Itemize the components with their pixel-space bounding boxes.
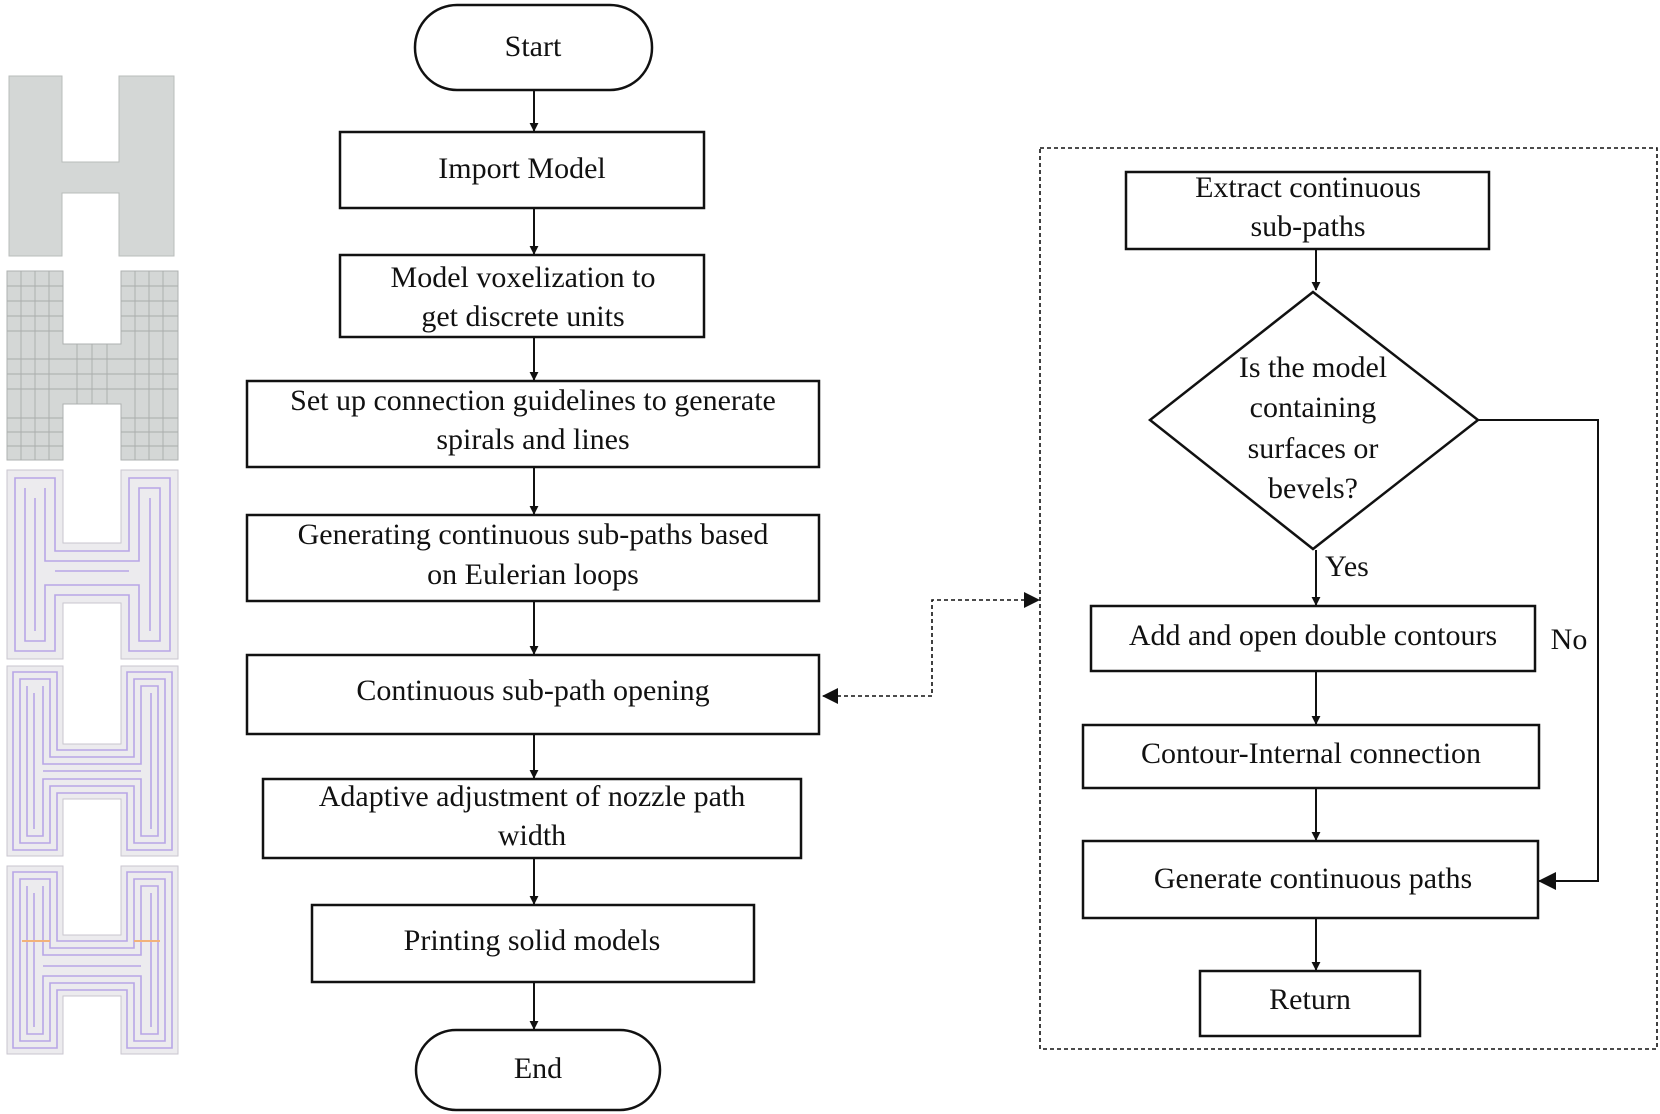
decision-label-line-4: bevels? [1268, 472, 1358, 505]
h-continuous-path-model [6, 865, 179, 1055]
generate-paths-label: Generate continuous paths [1154, 862, 1472, 895]
nozzle-label-line-2: width [498, 819, 566, 852]
eulerian-step: Generating continuous sub-paths based on… [245, 513, 821, 603]
return-label: Return [1269, 983, 1351, 1016]
nozzle-label-line-1: Adaptive adjustment of nozzle path [319, 780, 746, 813]
guidelines-label-line-2: spirals and lines [436, 423, 629, 456]
no-label: No [1551, 623, 1588, 656]
contour-internal-label: Contour-Internal connection [1141, 737, 1481, 770]
decision-label-line-1: Is the model [1239, 351, 1387, 384]
start-label: Start [505, 30, 562, 63]
decision-label-line-2: containing [1250, 391, 1377, 424]
return-step: Return [1198, 969, 1422, 1038]
decision-label-line-3: surfaces or [1248, 432, 1379, 465]
voxelization-label-line-1: Model voxelization to [391, 261, 656, 294]
link-arrowhead-left [822, 688, 838, 704]
import-model-label: Import Model [438, 152, 605, 185]
extract-step: Extract continuous sub-paths [1124, 170, 1491, 251]
model-thumbnails [6, 75, 179, 1055]
subroutine-link [822, 592, 1040, 704]
printing-label: Printing solid models [404, 924, 661, 957]
end-terminal: End [414, 1028, 662, 1112]
h-subpath-model [6, 469, 179, 660]
h-spiral-path-model [6, 665, 179, 857]
no-arrowhead [1538, 872, 1556, 890]
yes-label: Yes [1325, 550, 1369, 583]
guidelines-step: Set up connection guidelines to generate… [245, 379, 821, 469]
printing-step: Printing solid models [310, 903, 756, 984]
opening-step: Continuous sub-path opening [245, 653, 821, 736]
h-voxel-model [6, 270, 179, 461]
guidelines-label-line-1: Set up connection guidelines to generate [290, 384, 776, 417]
link-arrowhead-right [1024, 592, 1040, 608]
add-contours-step: Add and open double contours [1089, 604, 1537, 673]
import-model-step: Import Model [338, 130, 706, 210]
h-solid-model [8, 75, 175, 257]
opening-label: Continuous sub-path opening [356, 674, 709, 707]
extract-label-line-1: Extract continuous [1195, 171, 1421, 204]
subroutine-border [1039, 147, 1658, 1050]
eulerian-label-line-1: Generating continuous sub-paths based [298, 518, 769, 551]
decision-diamond: Is the model containing surfaces or beve… [1147, 290, 1481, 551]
extract-label-line-2: sub-paths [1251, 210, 1366, 243]
generate-paths-step: Generate continuous paths [1081, 839, 1540, 920]
add-contours-label: Add and open double contours [1129, 619, 1497, 652]
nozzle-step: Adaptive adjustment of nozzle path width [261, 777, 803, 860]
end-label: End [514, 1052, 562, 1085]
voxelization-step: Model voxelization to get discrete units [338, 253, 706, 339]
start-terminal: Start [413, 3, 654, 92]
voxelization-label-line-2: get discrete units [421, 300, 624, 333]
contour-internal-step: Contour-Internal connection [1081, 723, 1541, 790]
subroutine-panel: Extract continuous sub-paths Is the mode… [1039, 147, 1658, 1050]
edge-decision-no [1478, 419, 1599, 882]
eulerian-label-line-2: on Eulerian loops [427, 558, 639, 591]
